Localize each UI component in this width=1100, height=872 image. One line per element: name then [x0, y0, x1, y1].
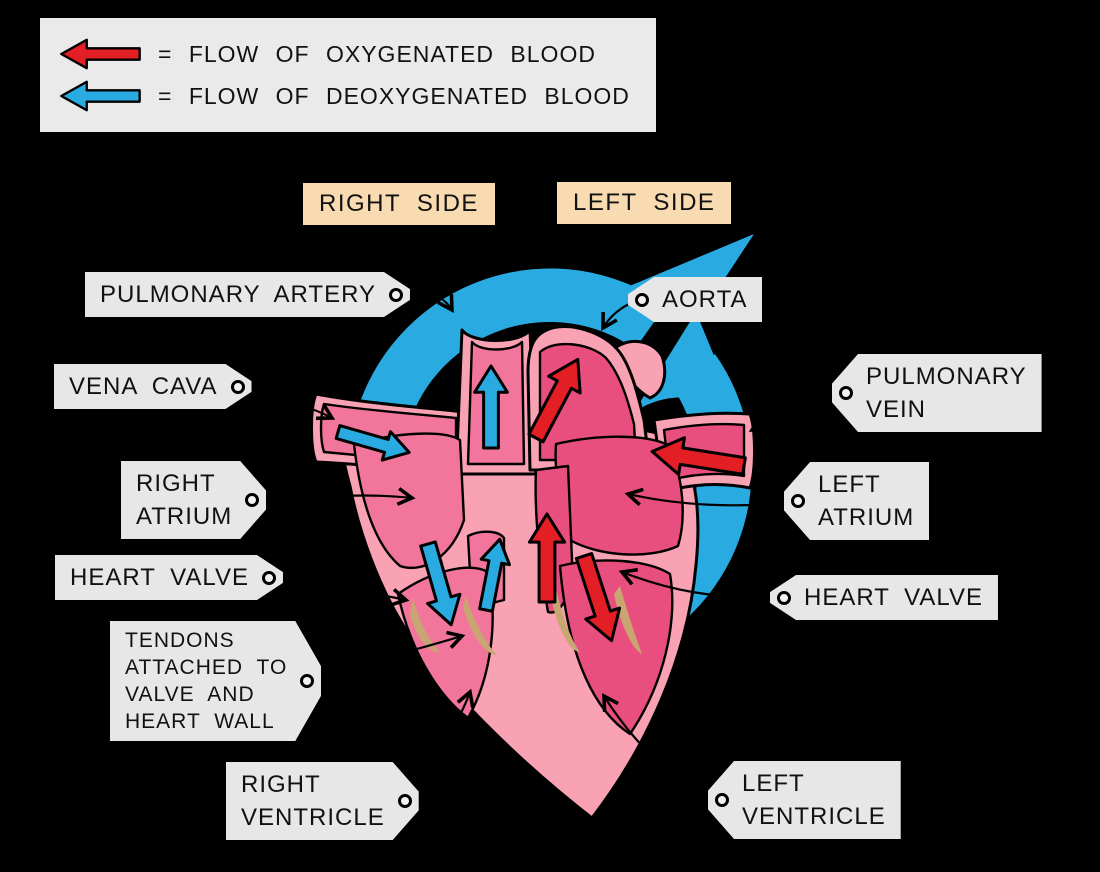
legend-row-deoxygenated: = FLOW OF DEOXYGENATED BLOOD — [56, 79, 640, 113]
valve-tendons — [410, 586, 642, 655]
label-text: PULMONARY ARTERY — [100, 281, 376, 308]
label-right-ventricle: RIGHT VENTRICLE — [226, 762, 419, 840]
deoxygenated-arrow-icon — [60, 80, 141, 112]
leader-left-ventricle — [602, 692, 717, 804]
left-ventricle-chamber — [558, 559, 674, 736]
tag-eyelet-icon — [388, 287, 403, 302]
label-text: VENTRICLE — [742, 803, 886, 830]
left-side-header: LEFT SIDE — [557, 182, 732, 224]
oxygenated-arrow-icon — [60, 38, 141, 70]
label-text: LEFT — [818, 471, 881, 498]
tag-eyelet-icon — [230, 379, 245, 394]
label-text: PULMONARY — [866, 363, 1027, 390]
label-text: AORTA — [662, 286, 748, 313]
tag-eyelet-icon — [791, 494, 805, 508]
label-text: ATRIUM — [136, 503, 233, 530]
tag-eyelet-icon — [635, 292, 649, 307]
tag-eyelet-icon — [300, 674, 315, 688]
label-left-atrium: LEFT ATRIUM — [784, 462, 929, 540]
label-heart-valve-left: HEART VALVE — [55, 555, 283, 600]
label-pulmonary-artery: PULMONARY ARTERY — [85, 272, 410, 317]
label-text: VENA CAVA — [69, 373, 218, 400]
tag-eyelet-icon — [839, 386, 853, 400]
label-text: RIGHT — [136, 470, 216, 497]
label-text: ATTACHED TO — [125, 656, 288, 679]
label-aorta: AORTA — [628, 277, 762, 322]
legend-oxygenated-label: = FLOW OF OXYGENATED BLOOD — [158, 40, 596, 67]
label-text: VALVE AND — [125, 683, 255, 706]
label-pulmonary-vein: PULMONARY VEIN — [832, 354, 1042, 432]
tag-eyelet-icon — [245, 493, 260, 507]
label-text: VEIN — [866, 396, 927, 423]
tag-eyelet-icon — [715, 793, 729, 807]
label-text: HEART WALL — [125, 710, 275, 733]
label-text: HEART VALVE — [70, 564, 249, 591]
label-heart-valve-right: HEART VALVE — [770, 575, 998, 620]
tag-eyelet-icon — [397, 794, 412, 808]
tag-eyelet-icon — [261, 570, 276, 585]
tag-eyelet-icon — [777, 590, 791, 605]
leader-left-atrium — [624, 487, 789, 507]
label-vena-cava: VENA CAVA — [54, 364, 252, 409]
label-text: ATRIUM — [818, 504, 915, 531]
label-right-atrium: RIGHT ATRIUM — [121, 461, 266, 539]
leader-heart-valve-right — [618, 567, 777, 598]
legend-row-oxygenated: = FLOW OF OXYGENATED BLOOD — [56, 37, 640, 71]
legend: = FLOW OF OXYGENATED BLOOD = FLOW OF DEO… — [40, 18, 656, 132]
label-text: LEFT — [742, 770, 805, 797]
label-text: HEART VALVE — [804, 584, 983, 611]
label-text: RIGHT — [241, 771, 321, 798]
label-text: TENDONS — [125, 629, 235, 652]
right-side-header: RIGHT SIDE — [303, 183, 495, 225]
label-tendons: TENDONS ATTACHED TO VALVE AND HEART WALL — [110, 621, 321, 741]
leader-pulmonary-vein — [748, 392, 837, 433]
legend-deoxygenated-label: = FLOW OF DEOXYGENATED BLOOD — [158, 82, 630, 109]
label-left-ventricle: LEFT VENTRICLE — [708, 761, 901, 839]
label-text: VENTRICLE — [241, 804, 385, 831]
